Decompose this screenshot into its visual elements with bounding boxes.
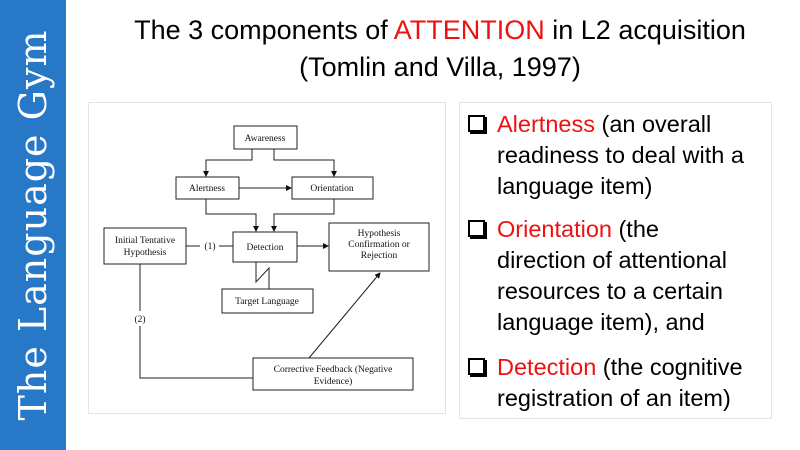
arrow-alertness-detection [205, 199, 259, 232]
slide-title: The 3 components of ATTENTION in L2 acqu… [80, 12, 800, 86]
initial-label-2: Hypothesis [124, 248, 167, 258]
desc-line: language item) [497, 173, 653, 199]
alertness-label: Alertness [189, 184, 225, 194]
line-initial-corrective [139, 264, 253, 379]
title-post: in L2 acquisition [544, 15, 746, 45]
arrow-orientation-detection [271, 199, 335, 232]
target-language-link [255, 262, 270, 289]
initial-hypothesis-box [103, 227, 187, 265]
list-item-orientation: Orientation (the direction of attentiona… [468, 214, 727, 338]
term: Detection [497, 354, 597, 380]
hypothesis-box [328, 222, 430, 272]
awareness-label: Awareness [245, 134, 286, 144]
corrective-feedback-box [252, 357, 414, 391]
desc-line: language item), and [497, 309, 705, 335]
target-language-box [221, 288, 314, 314]
desc: (an overall [594, 111, 712, 137]
orientation-label: Orientation [310, 184, 354, 194]
target-language-label: Target Language [235, 297, 299, 307]
orientation-box [291, 176, 374, 200]
desc-line: registration of an item) [497, 385, 731, 411]
desc-line: direction of attentional [497, 247, 727, 273]
arrow-awareness-orientation [273, 149, 337, 177]
awareness-box [233, 125, 298, 150]
diagram-svg: Awareness Alertness Orientation Detectio… [103, 125, 430, 391]
detection-box [232, 231, 298, 263]
brand-sidebar: The Language Gym [0, 0, 66, 450]
title-highlight: ATTENTION [393, 15, 545, 45]
attention-diagram: Awareness Alertness Orientation Detectio… [88, 102, 446, 414]
list-item-alertness: Alertness (an overall readiness to deal … [468, 109, 744, 202]
path-label-1: (1) [204, 241, 215, 252]
title-citation: (Tomlin and Villa, 1997) [299, 52, 581, 82]
desc: (the [611, 216, 659, 242]
corrective-label-1: Corrective Feedback (Negative [274, 364, 393, 375]
desc: (the cognitive [596, 354, 743, 380]
initial-label-1: Initial Tentative [115, 236, 175, 246]
components-list: Alertness (an overall readiness to deal … [459, 102, 772, 419]
term: Alertness [497, 111, 595, 137]
hypothesis-label-2: Confirmation or [348, 239, 410, 250]
title-pre: The 3 components of [134, 15, 394, 45]
checkbox-bullet-icon [468, 115, 485, 132]
desc-line: readiness to deal with a [497, 142, 744, 168]
arrow-awareness-alertness [203, 149, 253, 177]
checkbox-bullet-icon [468, 220, 485, 237]
path-label-2: (2) [134, 314, 145, 325]
checkbox-bullet-icon [468, 358, 485, 375]
corrective-label-2: Evidence) [314, 376, 353, 387]
arrow-corrective-hypothesis [308, 272, 381, 359]
brand-title: The Language Gym [11, 29, 55, 421]
term: Orientation [497, 216, 612, 242]
list-item-detection: Detection (the cognitive registration of… [468, 352, 743, 414]
desc-line: resources to a certain [497, 278, 723, 304]
detection-label: Detection [247, 243, 284, 253]
hypothesis-label-3: Rejection [361, 251, 398, 261]
hypothesis-label-1: Hypothesis [358, 229, 401, 239]
